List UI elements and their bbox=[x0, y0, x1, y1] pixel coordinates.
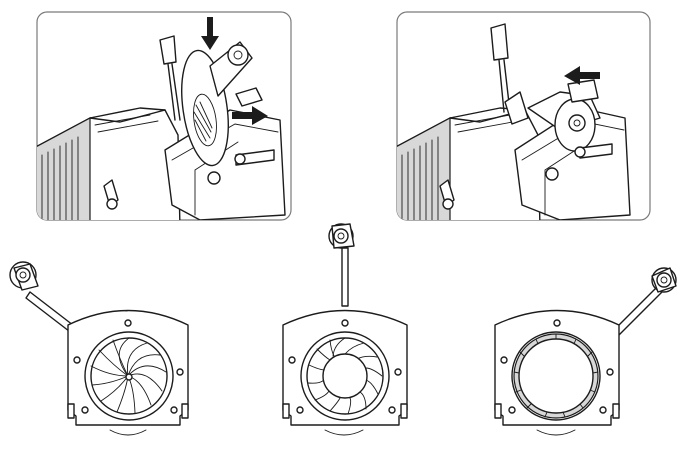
arrow-right-icon bbox=[232, 106, 268, 125]
arrow-left-icon bbox=[564, 66, 600, 85]
iris-lever bbox=[328, 223, 355, 307]
fixture-illustration-installed bbox=[397, 23, 631, 220]
installed-panel bbox=[396, 11, 651, 221]
iris-open-view bbox=[494, 267, 677, 436]
iris-opening bbox=[518, 338, 594, 414]
iris-closed-view bbox=[9, 261, 189, 436]
iris-half-open-view bbox=[282, 223, 408, 436]
arrow-down-icon bbox=[201, 17, 219, 50]
install-panel bbox=[36, 11, 292, 221]
fixture-illustration bbox=[37, 35, 286, 220]
iris-lever bbox=[613, 267, 677, 336]
iris-opening bbox=[322, 353, 368, 399]
